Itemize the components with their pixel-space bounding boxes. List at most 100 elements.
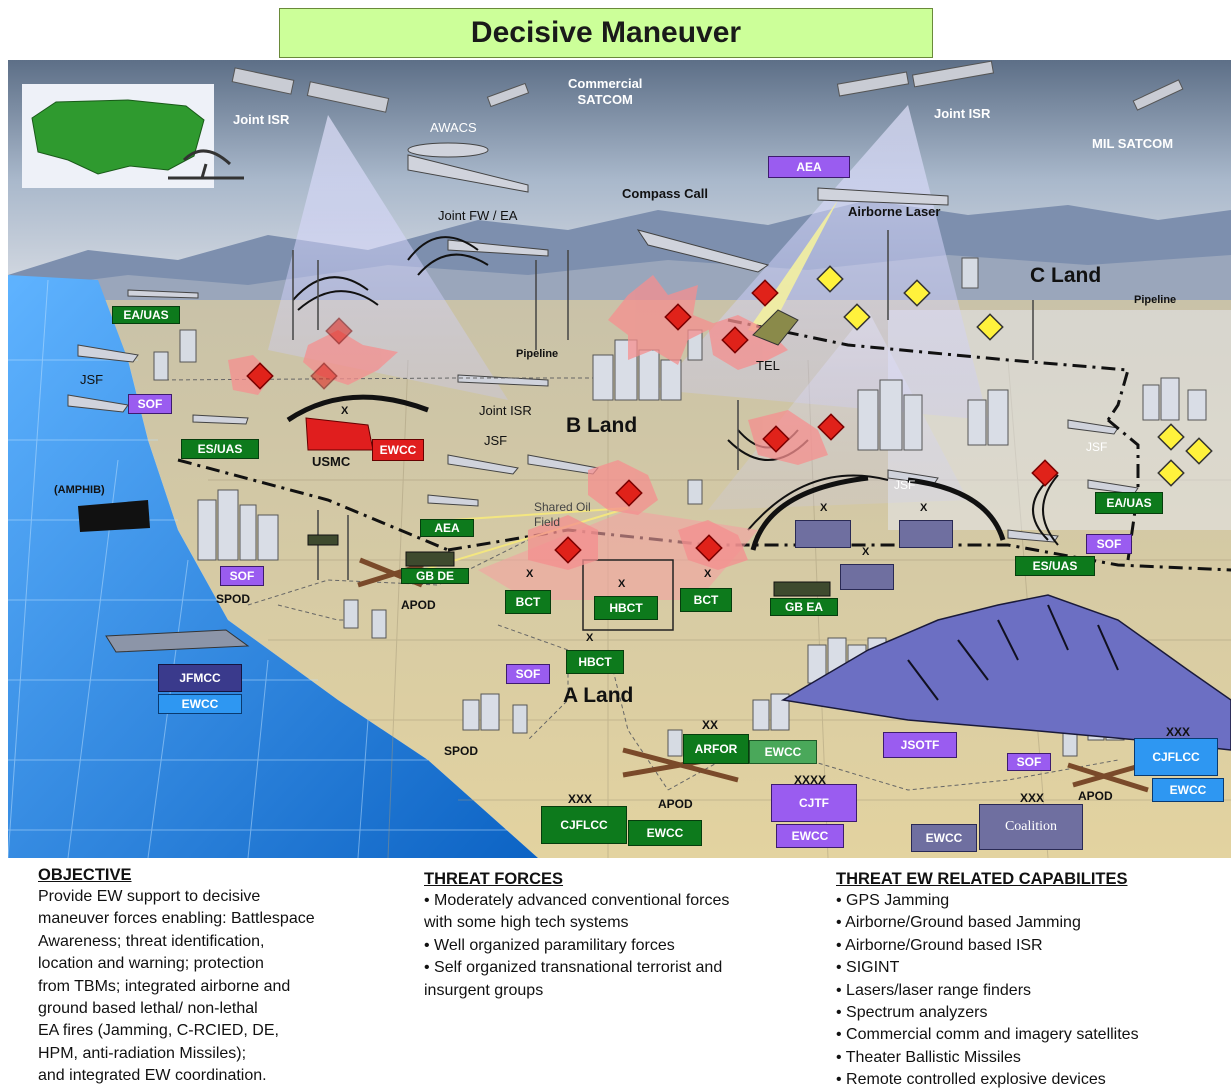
label-jsf-left: JSF bbox=[80, 372, 104, 387]
unit-es-uas-right: ES/UAS bbox=[1015, 556, 1095, 576]
unit-ewcc-usmc: EWCC bbox=[372, 439, 424, 461]
battlespace-map: Joint ISR AWACS Commercial SATCOM Joint … bbox=[8, 60, 1231, 858]
label-joint-isr-center: Joint ISR bbox=[479, 403, 532, 418]
unit-ewcc-cjflcc-right: EWCC bbox=[1152, 778, 1224, 802]
unit-jfmcc: JFMCC bbox=[158, 664, 242, 692]
unit-jsotf: JSOTF bbox=[883, 732, 957, 758]
label-joint-isr-right: Joint ISR bbox=[934, 106, 991, 121]
label-airborne-laser: Airborne Laser bbox=[848, 204, 941, 219]
objective-line: from TBMs; integrated airborne and bbox=[38, 977, 291, 995]
threat-forces-line: • Moderately advanced conventional force… bbox=[424, 892, 730, 909]
echelon-x-hbct-top: X bbox=[618, 578, 626, 590]
label-commercial-satcom: Commercial SATCOM bbox=[568, 76, 643, 107]
threat-ew-heading: THREAT EW RELATED CAPABILITES bbox=[836, 870, 1128, 888]
threat-forces-heading: THREAT FORCES bbox=[424, 870, 564, 888]
unit-ewcc-arfor: EWCC bbox=[749, 740, 817, 764]
unit-cjflcc-left: CJFLCC bbox=[541, 806, 627, 844]
threat-forces-line: • Self organized transnational terrorist… bbox=[424, 959, 723, 977]
echelon-x-threat-2: X bbox=[920, 502, 928, 514]
label-jsf-right-1: JSF bbox=[1086, 440, 1108, 454]
threat-unit-box-2 bbox=[899, 520, 953, 548]
threat-ew-line: • Commercial comm and imagery satellites bbox=[836, 1026, 1139, 1044]
unit-cjflcc-right: CJFLCC bbox=[1134, 738, 1218, 776]
threat-unit-box-3 bbox=[840, 564, 894, 590]
label-usmc: USMC bbox=[312, 454, 351, 469]
threat-ew-line: • Airborne/Ground based ISR bbox=[836, 936, 1043, 954]
objective-line: Provide EW support to decisive bbox=[38, 888, 261, 905]
threat-ew-line: • Theater Ballistic Missiles bbox=[836, 1048, 1021, 1066]
echelon-x-threat-3: X bbox=[862, 546, 870, 558]
unit-ewcc-cjtf: EWCC bbox=[776, 824, 844, 848]
unit-gb-ea: GB EA bbox=[770, 598, 838, 616]
unit-aea-top: AEA bbox=[768, 156, 850, 178]
objective-panel: OBJECTIVE Provide EW support to decisive… bbox=[38, 864, 315, 1088]
diagram-title: Decisive Maneuver bbox=[279, 8, 933, 58]
label-tel: TEL bbox=[756, 358, 780, 373]
unit-ea-uas-left: EA/UAS bbox=[112, 306, 180, 324]
threat-ew-line: • Lasers/laser range finders bbox=[836, 981, 1032, 999]
label-jsf-right-2: JSF bbox=[894, 478, 916, 492]
unit-bct-right: BCT bbox=[680, 588, 732, 612]
objective-line: Awareness; threat identification, bbox=[38, 932, 265, 950]
threat-forces-line: with some high tech systems bbox=[424, 914, 629, 932]
label-joint-isr-left: Joint ISR bbox=[233, 112, 290, 127]
echelon-xx: XX bbox=[702, 718, 719, 732]
unit-coalition: Coalition bbox=[979, 804, 1083, 850]
echelon-xxxx: XXXX bbox=[794, 773, 827, 787]
echelon-x-bct-left: X bbox=[526, 568, 534, 580]
objective-line: HPM, anti-radiation Missiles); bbox=[38, 1044, 247, 1062]
unit-bct-left: BCT bbox=[505, 590, 551, 614]
unit-ewcc-cjflcc-left: EWCC bbox=[628, 820, 702, 846]
unit-sof-bottom: SOF bbox=[1007, 753, 1051, 771]
unit-arfor: ARFOR bbox=[683, 734, 749, 764]
threat-unit-box-1 bbox=[795, 520, 851, 548]
unit-sof-center: SOF bbox=[506, 664, 550, 684]
echelon-x-threat-1: X bbox=[820, 502, 828, 514]
label-apod-center: APOD bbox=[658, 797, 693, 811]
objective-heading: OBJECTIVE bbox=[38, 866, 132, 884]
label-joint-fw-ea: Joint FW / EA bbox=[438, 208, 518, 223]
objective-line: ground based lethal/ non-lethal bbox=[38, 1000, 258, 1018]
objective-line: maneuver forces enabling: Battlespace bbox=[38, 910, 315, 928]
label-spod-lower: SPOD bbox=[444, 744, 479, 758]
label-compass-call: Compass Call bbox=[622, 186, 708, 201]
label-spod-upper: SPOD bbox=[216, 592, 251, 606]
label-b-land: B Land bbox=[566, 414, 638, 437]
unit-es-uas-left: ES/UAS bbox=[181, 439, 259, 459]
label-a-land: A Land bbox=[563, 684, 634, 707]
unit-sof-right: SOF bbox=[1086, 534, 1132, 554]
threat-ew-line: • GPS Jamming bbox=[836, 892, 950, 909]
label-pipeline-center: Pipeline bbox=[516, 348, 559, 360]
threat-forces-line: • Well organized paramilitary forces bbox=[424, 936, 675, 954]
unit-sof-spod: SOF bbox=[220, 566, 264, 586]
label-apod-right: APOD bbox=[1078, 789, 1113, 803]
unit-hbct-top: HBCT bbox=[594, 596, 658, 620]
objective-line: EA fires (Jamming, C-RCIED, DE, bbox=[38, 1022, 279, 1040]
battlespace-illustration bbox=[8, 60, 1231, 858]
echelon-xxx-center: XXX bbox=[1020, 791, 1045, 805]
label-c-land: C Land bbox=[1030, 264, 1102, 287]
unit-hbct-bottom: HBCT bbox=[566, 650, 624, 674]
threat-forces-line: insurgent groups bbox=[424, 981, 544, 999]
objective-line: and integrated EW coordination. bbox=[38, 1067, 267, 1085]
label-pipeline-right: Pipeline bbox=[1134, 294, 1177, 306]
label-amphib: (AMPHIB) bbox=[54, 484, 105, 496]
label-jsf-center: JSF bbox=[484, 433, 508, 448]
threat-ew-line: • Spectrum analyzers bbox=[836, 1004, 988, 1022]
threat-ew-line: • Remote controlled explosive devices bbox=[836, 1071, 1106, 1089]
unit-sof-left: SOF bbox=[128, 394, 172, 414]
echelon-x-bct-right: X bbox=[704, 568, 712, 580]
echelon-x-hbct-bottom: X bbox=[586, 632, 594, 644]
echelon-xxx-left: XXX bbox=[568, 792, 593, 806]
unit-ewcc-jfmcc: EWCC bbox=[158, 694, 242, 714]
threat-ew-panel: THREAT EW RELATED CAPABILITES • GPS Jamm… bbox=[836, 868, 1139, 1092]
threat-ew-line: • Airborne/Ground based Jamming bbox=[836, 914, 1081, 932]
label-shared-oil-field: Shared Oil Field bbox=[534, 500, 591, 529]
label-awacs: AWACS bbox=[430, 120, 477, 135]
unit-cjtf: CJTF bbox=[771, 784, 857, 822]
echelon-xxx-right: XXX bbox=[1166, 725, 1191, 739]
unit-ewcc-coalition: EWCC bbox=[911, 824, 977, 852]
unit-aea-center: AEA bbox=[420, 519, 474, 537]
objective-line: location and warning; protection bbox=[38, 955, 264, 973]
unit-gb-de: GB DE bbox=[401, 568, 469, 584]
